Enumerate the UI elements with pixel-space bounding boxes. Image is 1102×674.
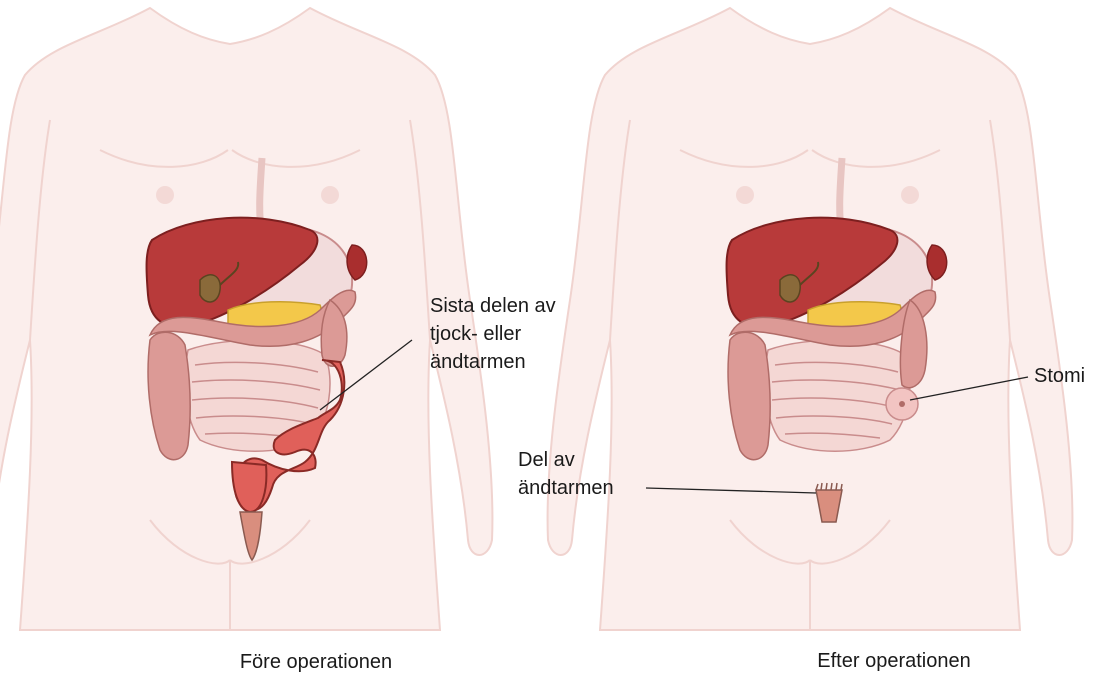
before-annotation-line-2: tjock- eller bbox=[430, 320, 556, 348]
before-annotation-line-3: ändtarmen bbox=[430, 348, 556, 376]
after-caption: Efter operationen bbox=[794, 649, 994, 673]
rectum-annotation-line-1: Del av bbox=[518, 446, 614, 474]
stoma-label: Stomi bbox=[1034, 362, 1085, 390]
before-annotation-line-1: Sista delen av bbox=[430, 292, 556, 320]
before-caption: Före operationen bbox=[216, 650, 416, 674]
before-annotation: Sista delen av tjock- eller ändtarmen bbox=[430, 292, 556, 376]
rectum-annotation: Del av ändtarmen bbox=[518, 446, 614, 502]
rectum-annotation-line-2: ändtarmen bbox=[518, 474, 614, 502]
stoma-icon bbox=[886, 388, 918, 420]
